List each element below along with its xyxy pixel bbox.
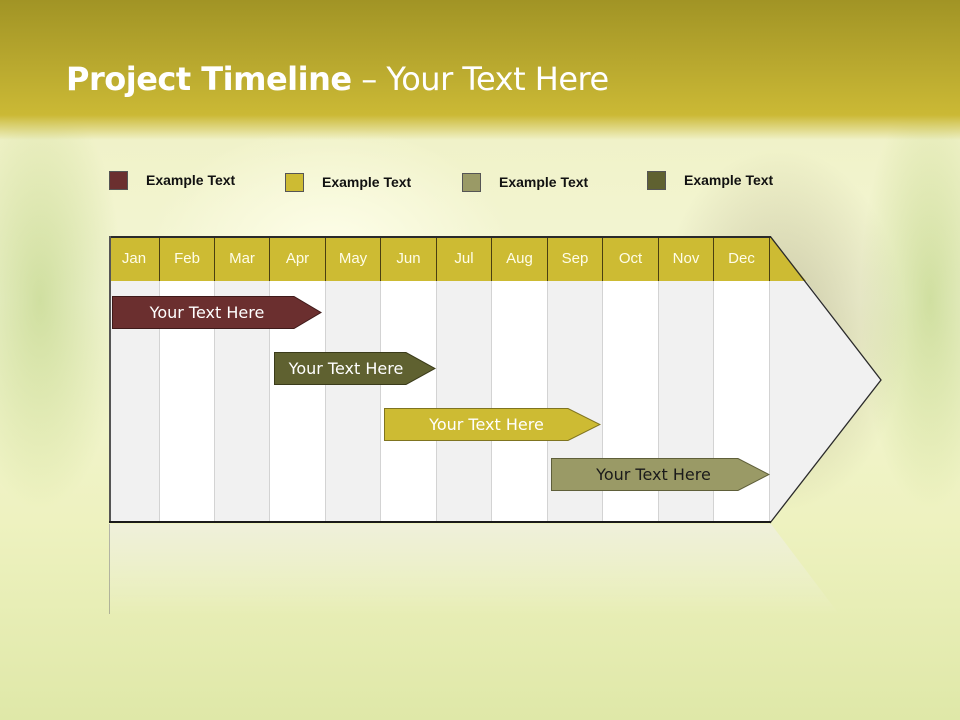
- task-bar-4[interactable]: Your Text Here: [551, 458, 770, 491]
- month-column-jun: [381, 281, 437, 522]
- legend-label-4: Example Text: [684, 172, 774, 188]
- month-label-mar: Mar: [215, 236, 270, 281]
- month-column-aug: [492, 281, 548, 522]
- timeline-arrowhead: [770, 236, 882, 524]
- chart-outline-bottom: [109, 521, 771, 523]
- task-arrow-shape: [384, 408, 601, 441]
- task-label-4: Your Text Here: [596, 465, 711, 484]
- chart-outline-top: [109, 236, 771, 238]
- month-label-sep: Sep: [548, 236, 603, 281]
- month-label-nov: Nov: [659, 236, 714, 281]
- legend-swatch-1: [109, 170, 128, 190]
- task-arrow-shape: [274, 352, 436, 385]
- legend-item-4: Example Text: [647, 169, 773, 191]
- legend-item-1: Example Text: [109, 169, 235, 191]
- legend-label-2: Example Text: [322, 174, 412, 190]
- month-label-oct: Oct: [603, 236, 659, 281]
- task-label-1: Your Text Here: [149, 303, 265, 322]
- task-label-2: Your Text Here: [288, 359, 404, 378]
- legend-label-1: Example Text: [146, 172, 236, 188]
- legend-swatch-4: [647, 170, 666, 190]
- task-bar-1[interactable]: Your Text Here: [112, 296, 322, 329]
- month-column-may: [326, 281, 381, 522]
- month-column-jul: [437, 281, 492, 522]
- legend-item-3: Example Text: [462, 171, 588, 193]
- legend-label-3: Example Text: [499, 174, 589, 190]
- task-bar-3[interactable]: Your Text Here: [384, 408, 601, 441]
- title-subtitle: – Your Text Here: [351, 60, 609, 98]
- legend-swatch-2: [285, 172, 304, 192]
- month-label-dec: Dec: [714, 236, 770, 281]
- month-label-aug: Aug: [492, 236, 548, 281]
- month-header-row: [109, 236, 771, 281]
- legend-item-2: Example Text: [285, 171, 411, 193]
- task-arrow-shape: [112, 296, 322, 329]
- task-label-3: Your Text Here: [429, 415, 544, 434]
- title-banner: [0, 0, 960, 140]
- month-label-jun: Jun: [381, 236, 437, 281]
- chart-outline-left: [109, 236, 111, 523]
- task-bar-2[interactable]: Your Text Here: [274, 352, 436, 385]
- month-label-jul: Jul: [437, 236, 492, 281]
- month-label-may: May: [326, 236, 381, 281]
- month-label-feb: Feb: [160, 236, 215, 281]
- month-label-apr: Apr: [270, 236, 326, 281]
- page-title: Project Timeline – Your Text Here: [66, 60, 609, 98]
- task-arrow-shape: [551, 458, 770, 491]
- title-bold: Project Timeline: [66, 60, 352, 98]
- timeline-reflection: [109, 524, 839, 614]
- month-label-jan: Jan: [109, 236, 160, 281]
- legend-swatch-3: [462, 172, 481, 192]
